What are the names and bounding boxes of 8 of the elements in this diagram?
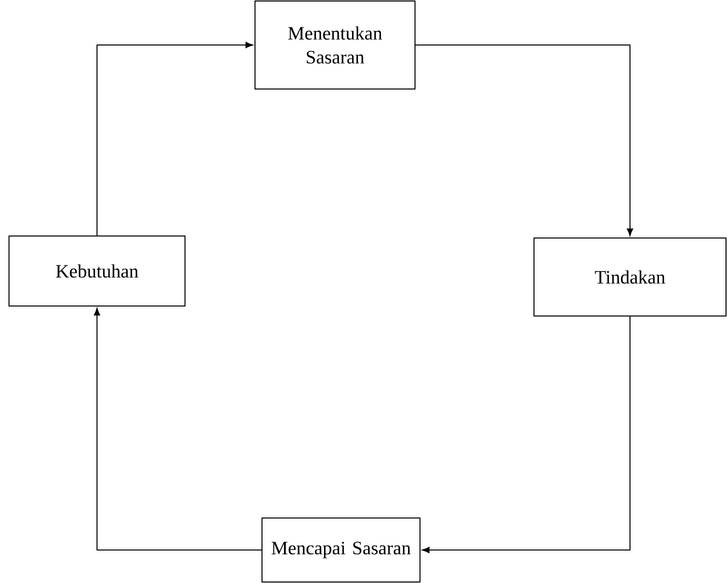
arrow (422, 316, 630, 554)
process-box: Menentukan Sasaran (254, 0, 416, 90)
arrow (96, 42, 254, 236)
arrow (415, 44, 634, 236)
process-box: Tindakan (534, 238, 726, 316)
process-box: Kebutuhan (8, 236, 186, 306)
arrow (94, 308, 262, 550)
process-box: Mencapai Sasaran (262, 518, 420, 582)
